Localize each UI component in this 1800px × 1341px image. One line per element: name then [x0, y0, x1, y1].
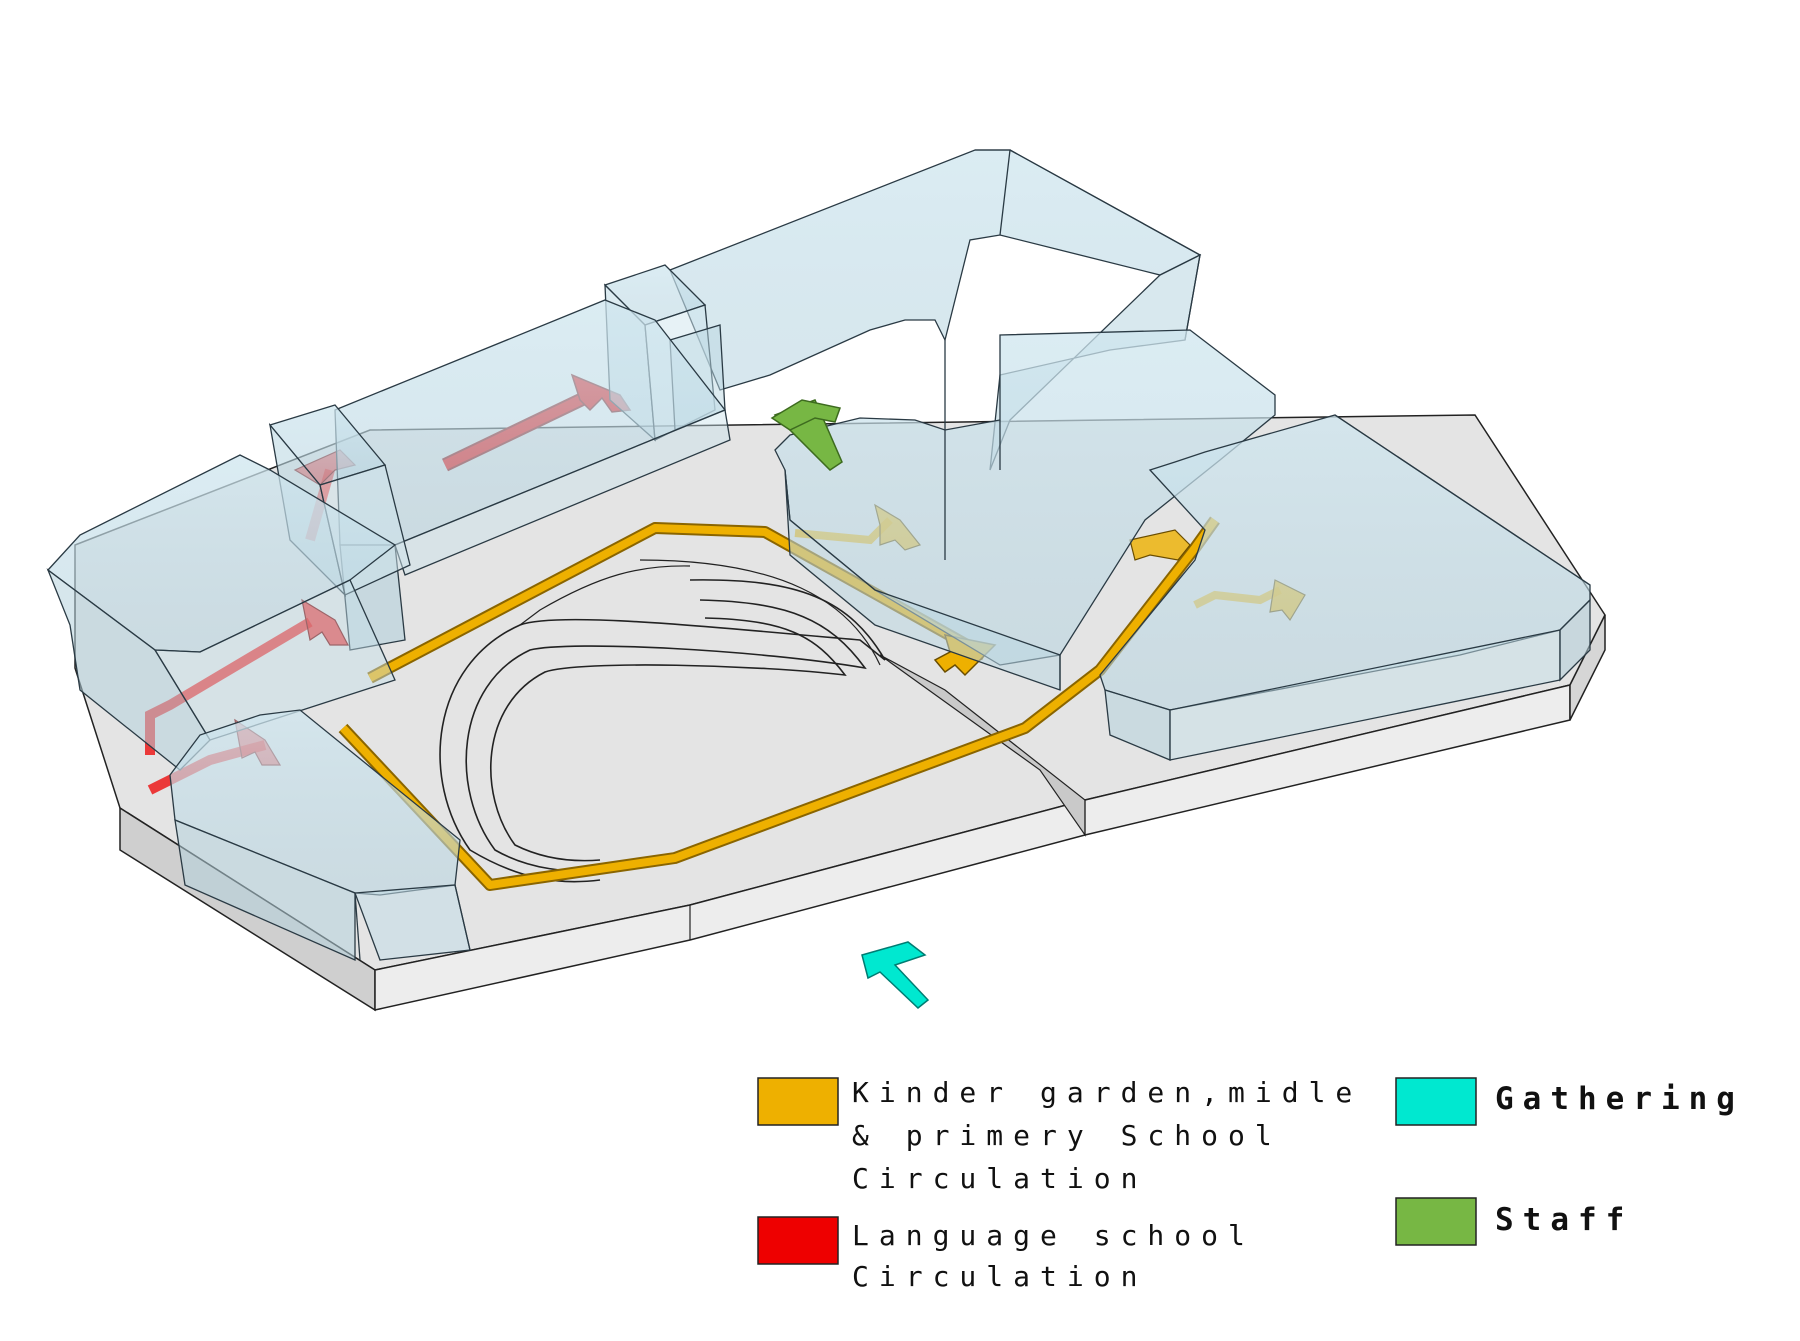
- legend-label-staff-line-1: Staff: [1495, 1202, 1633, 1238]
- legend-item-staff: Staff: [1395, 1197, 1633, 1246]
- language-arrow-3: [301, 598, 349, 646]
- gathering-circulation-arrow: [861, 941, 930, 1009]
- legend-label-kindergarten-line-3: Circulation: [852, 1162, 1147, 1195]
- building-southwest: [169, 709, 471, 961]
- legend-label-language-line-2: Circulation: [852, 1260, 1147, 1293]
- building-center: [774, 329, 1276, 691]
- building-far-west: [46, 454, 397, 771]
- legend-label-language-line-1: Language school: [852, 1219, 1255, 1252]
- legend-label-kindergarten-line-2: & primery School: [852, 1119, 1282, 1152]
- staff-circulation-arrow: [770, 399, 843, 471]
- legend-label-gathering-line-1: Gathering: [1495, 1081, 1744, 1117]
- legend: Kinder garden,midle & primery SchoolCircu…: [757, 1076, 1744, 1293]
- legend-label-kindergarten-line-1: Kinder garden,midle: [852, 1076, 1362, 1109]
- legend-item-kindergarten: Kinder garden,midle & primery SchoolCircu…: [757, 1076, 1362, 1195]
- legend-swatch-language: [757, 1216, 839, 1265]
- site-right-face: [1569, 614, 1606, 721]
- amphitheater: [439, 559, 886, 883]
- glass-buildings: [46, 149, 1591, 961]
- legend-swatch-staff: [1395, 1197, 1477, 1246]
- legend-item-gathering: Gathering: [1395, 1077, 1744, 1126]
- legend-swatch-gathering: [1395, 1077, 1477, 1126]
- legend-swatch-kindergarten: [757, 1077, 839, 1126]
- building-east: [1099, 414, 1591, 761]
- kindergarten-arrow-3: [1129, 529, 1191, 561]
